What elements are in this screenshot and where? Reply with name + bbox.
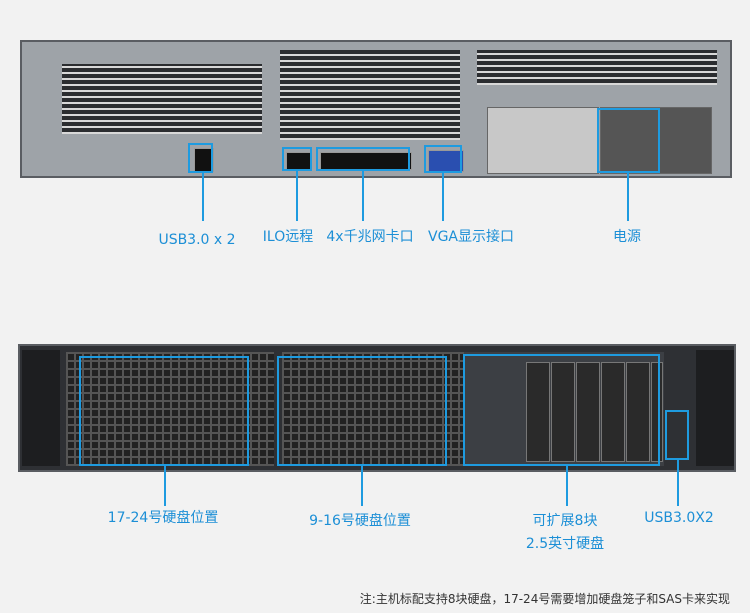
- leader-line: [296, 171, 298, 221]
- ilo-highlight: [282, 147, 312, 171]
- usb-front-highlight: [665, 410, 689, 460]
- server-front-image: [18, 344, 736, 472]
- fan-grille-right: [282, 352, 472, 466]
- footnote: 注:主机标配支持8块硬盘，17-24号需要增加硬盘笼子和SAS卡来实现: [359, 592, 730, 606]
- bays-9-16-highlight: [277, 356, 447, 466]
- label-bays-9-16: 9-16号硬盘位置: [309, 513, 411, 529]
- server-rear-image: [20, 40, 732, 178]
- label-usb-front: USB3.0X2: [644, 510, 714, 526]
- label-expand-line1: 可扩展8块: [532, 513, 598, 529]
- leader-line: [566, 466, 568, 506]
- vga-highlight: [424, 145, 462, 173]
- psu-left: [487, 107, 599, 174]
- fan-grille-left: [66, 352, 274, 466]
- bays-1-8-highlight: [463, 354, 660, 466]
- label-usb-rear: USB3.0 x 2: [158, 232, 236, 248]
- label-vga: VGA显示接口: [427, 229, 515, 245]
- leader-line: [164, 466, 166, 506]
- bays-17-24-highlight: [79, 356, 249, 466]
- pcie-slots: [62, 64, 262, 134]
- label-ilo: ILO远程: [262, 229, 314, 245]
- leader-line: [362, 171, 364, 221]
- nic-highlight: [316, 147, 410, 171]
- leader-line: [202, 173, 204, 221]
- right-ear: [696, 350, 734, 466]
- riser-grille: [280, 50, 460, 140]
- leader-line: [677, 460, 679, 506]
- leader-line: [361, 466, 363, 506]
- label-nic: 4x千兆网卡口: [326, 229, 414, 245]
- psu-highlight: [597, 108, 660, 173]
- riser-grille-right: [477, 50, 717, 85]
- leader-line: [627, 173, 629, 221]
- usb-highlight: [188, 143, 213, 173]
- drive-cage: [464, 352, 664, 466]
- psu-right: [600, 107, 712, 174]
- label-psu: 电源: [613, 229, 641, 245]
- leader-line: [442, 173, 444, 221]
- label-expand-line2: 2.5英寸硬盘: [525, 536, 605, 552]
- left-ear: [22, 350, 60, 466]
- label-bays-17-24: 17-24号硬盘位置: [107, 510, 219, 526]
